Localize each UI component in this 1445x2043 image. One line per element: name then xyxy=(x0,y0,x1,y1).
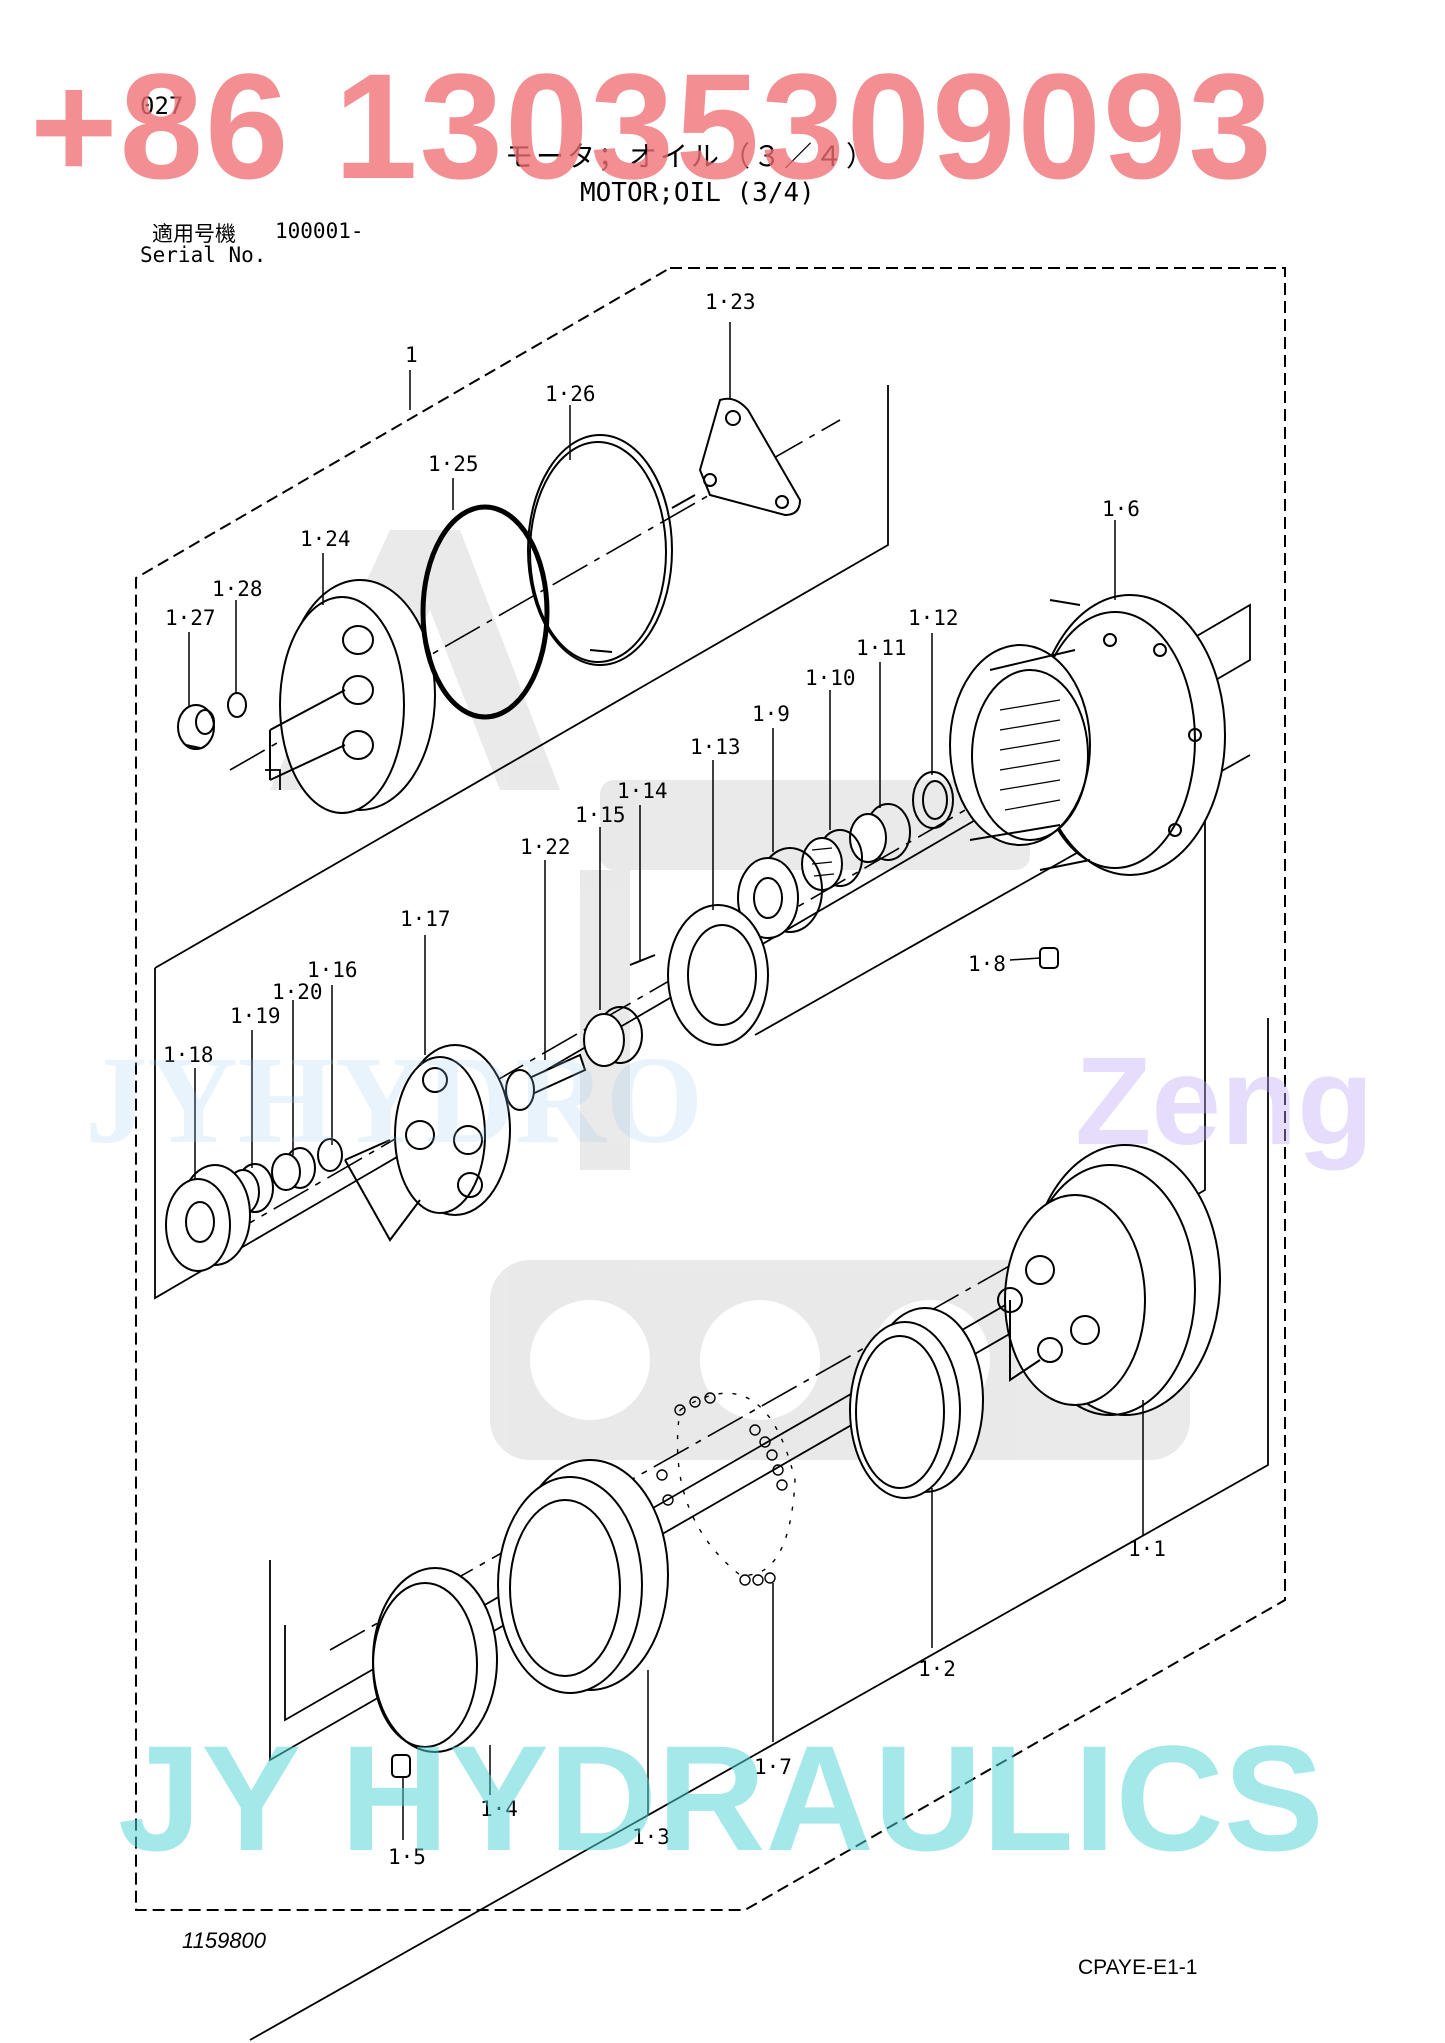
part-thrust-washer xyxy=(912,771,954,829)
assembly-dashed-boundary xyxy=(135,267,1286,1911)
part-sun-gear xyxy=(583,1006,643,1067)
part-ring-nut xyxy=(372,1567,498,1753)
sub-assembly-brackets xyxy=(154,385,1269,2041)
part-planet-gear-small xyxy=(165,1164,251,1272)
footer-brand-watermark: JY HYDRAULICS xyxy=(118,1714,1324,1882)
part-motor-body xyxy=(997,1144,1221,1416)
callout-1-6: 1·6 xyxy=(1102,497,1140,521)
callout-1-13: 1·13 xyxy=(690,735,741,759)
part-main-bearing xyxy=(497,1459,669,1694)
callout-1-2: 1·2 xyxy=(918,1657,956,1681)
leader-lines xyxy=(188,322,1144,1840)
callout-1-22: 1·22 xyxy=(520,835,571,859)
part-planet-gear xyxy=(737,847,823,939)
part-screw xyxy=(629,954,656,966)
title-english: MOTOR;OIL (3/4) xyxy=(580,178,815,208)
title-japanese: モータ；オイル（３／４） xyxy=(505,140,878,173)
callout-1-16: 1·16 xyxy=(307,958,358,982)
brand-watermark-left: JYHYDRO xyxy=(85,1032,704,1170)
part-plug xyxy=(177,704,215,750)
page-code: 027 xyxy=(140,92,184,120)
sheet-code: CPAYE-E1-1 xyxy=(1078,1956,1198,1979)
part-bushing-small xyxy=(271,1147,316,1191)
part-retaining-ring xyxy=(527,434,673,666)
callout-1-20: 1·20 xyxy=(272,980,323,1004)
serial-label-japanese: 適用号機 xyxy=(152,222,236,246)
part-ring-gear xyxy=(849,1307,984,1499)
callout-1-7: 1·7 xyxy=(754,1755,792,1779)
part-plug-small xyxy=(1039,947,1059,969)
part-washer-small xyxy=(317,1138,343,1172)
callout-1-18: 1·18 xyxy=(163,1043,214,1067)
callout-1: 1 xyxy=(405,343,418,367)
part-o-ring-small xyxy=(227,692,247,718)
callout-1-3: 1·3 xyxy=(632,1825,670,1849)
callout-1-26: 1·26 xyxy=(545,382,596,406)
brand-watermark-right: Zeng xyxy=(1075,1032,1374,1171)
part-set-screw xyxy=(391,1754,411,1778)
part-shaft xyxy=(505,1053,587,1111)
part-housing xyxy=(949,594,1226,876)
callout-1-10: 1·10 xyxy=(805,666,856,690)
part-thrust-plate xyxy=(667,904,769,1046)
callout-1-23: 1·23 xyxy=(705,290,756,314)
callout-1-5: 1·5 xyxy=(388,1845,426,1869)
phone-watermark: +86 13035309093 xyxy=(30,42,1274,210)
callout-1-14: 1·14 xyxy=(617,779,668,803)
callout-1-4: 1·4 xyxy=(480,1797,518,1821)
callout-1-28: 1·28 xyxy=(212,577,263,601)
callout-1-15: 1·15 xyxy=(575,803,626,827)
callout-1-12: 1·12 xyxy=(908,606,959,630)
part-carrier xyxy=(344,1044,511,1242)
callout-1-19: 1·19 xyxy=(230,1004,281,1028)
callout-1-11: 1·11 xyxy=(856,636,907,660)
part-bushing xyxy=(849,803,911,863)
callout-1-17: 1·17 xyxy=(400,907,451,931)
drawing-number: 1159800 xyxy=(182,1928,267,1953)
serial-label-english: Serial No. xyxy=(140,243,267,267)
callout-1-9: 1·9 xyxy=(752,702,790,726)
callout-1-1: 1·1 xyxy=(1128,1537,1166,1561)
part-steel-balls xyxy=(656,1392,796,1586)
callout-1-8: 1·8 xyxy=(968,952,1006,976)
part-plate xyxy=(671,397,802,517)
part-cover xyxy=(269,579,436,814)
serial-number: 100001- xyxy=(275,219,364,243)
part-o-ring-large xyxy=(420,504,550,720)
callout-1-24: 1·24 xyxy=(300,527,351,551)
callout-1-27: 1·27 xyxy=(165,606,216,630)
callout-1-25: 1·25 xyxy=(428,452,479,476)
